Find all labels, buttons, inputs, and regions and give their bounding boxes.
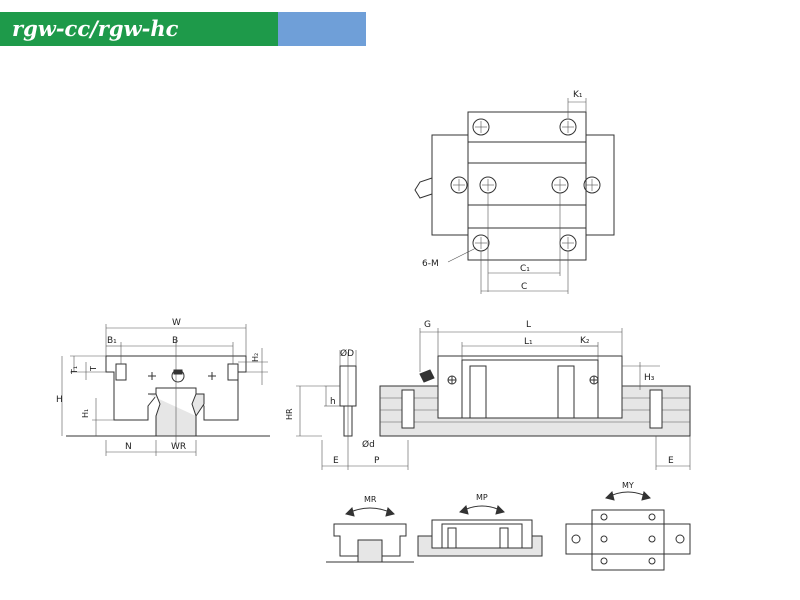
top-view: K₁ 6-M C₁ C <box>414 90 615 294</box>
label-k1: K₁ <box>573 90 583 100</box>
label-c: C <box>521 282 527 292</box>
label-mr: MR <box>364 495 377 504</box>
label-hr: HR <box>285 408 294 420</box>
label-p: P <box>374 456 380 466</box>
header-blue-band <box>278 12 366 46</box>
label-h3: H₃ <box>644 373 655 383</box>
cross-marks-side <box>447 375 599 385</box>
grease-nipple-side <box>419 369 435 383</box>
label-h: H <box>56 395 63 405</box>
label-e-right: E <box>668 456 674 466</box>
label-w: W <box>172 318 181 328</box>
label-phi-d-big: ØD <box>340 348 354 359</box>
label-h-small: h <box>330 397 336 407</box>
label-l1: L₁ <box>524 337 533 347</box>
label-g: G <box>424 320 431 330</box>
side-view: ØD h HR Ød E P <box>285 320 691 470</box>
front-view: W B₁ B H₂ T₁ T H H₁ N WR <box>56 318 270 456</box>
label-wr: WR <box>171 442 186 452</box>
page-title: rgw-cc/rgw-hc <box>12 16 179 41</box>
mounting-holes-top <box>450 118 601 252</box>
moment-mr-diagram: MR <box>326 495 414 563</box>
label-6-m: 6-M <box>422 259 439 269</box>
label-my: MY <box>622 481 634 490</box>
moment-my-diagram: MY <box>565 481 691 571</box>
label-mp: MP <box>476 493 488 502</box>
label-t1: T₁ <box>70 366 79 375</box>
header-green-band <box>0 12 278 46</box>
label-k2: K₂ <box>580 336 590 346</box>
label-n: N <box>125 442 132 452</box>
cross-marks-front <box>148 372 216 380</box>
label-h1: H₁ <box>81 409 90 418</box>
label-c1: C₁ <box>520 264 530 274</box>
label-e-left: E <box>333 456 339 466</box>
moment-mp-diagram: MP <box>417 493 543 557</box>
label-phi-d-small: Ød <box>362 439 375 450</box>
label-b1: B₁ <box>107 336 117 346</box>
label-b: B <box>172 336 178 346</box>
label-h2: H₂ <box>251 353 260 362</box>
label-t: T <box>89 366 98 372</box>
label-l: L <box>526 320 531 330</box>
grease-nipple-top <box>414 177 433 199</box>
